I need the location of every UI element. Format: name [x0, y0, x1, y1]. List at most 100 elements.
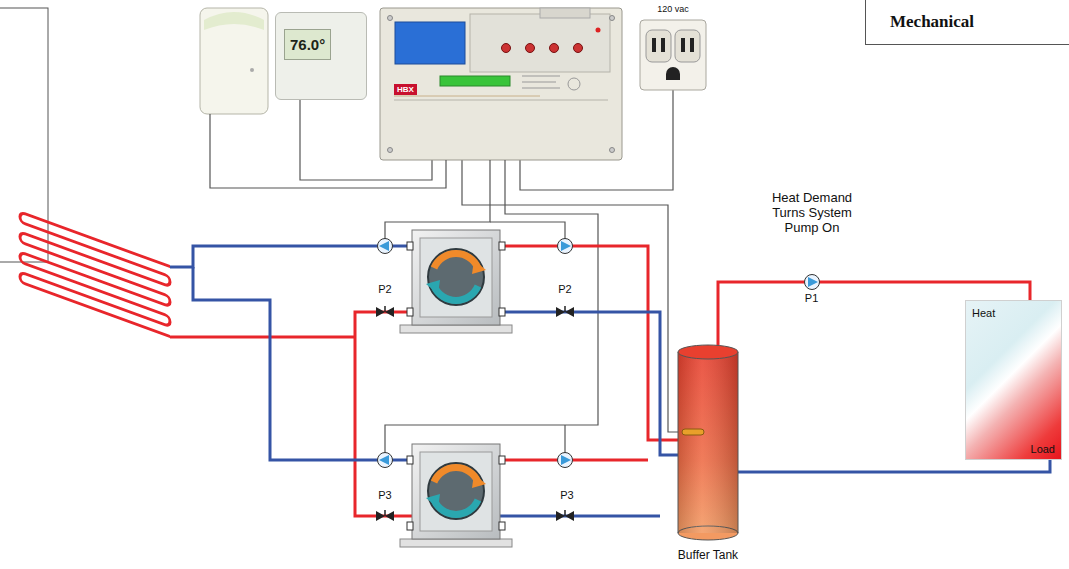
- control-unit: [540, 8, 590, 18]
- control-unit: [380, 8, 622, 160]
- pump-label: P1: [805, 292, 818, 304]
- buffer-tank: [738, 352, 739, 533]
- title-box: Mechanical: [865, 0, 1069, 45]
- control-unit: [522, 88, 560, 89]
- heat-pump: [400, 230, 512, 547]
- heat-pump: [400, 444, 512, 547]
- buffer-tank: [678, 352, 738, 533]
- control-unit: [610, 16, 615, 21]
- return-pipe: [500, 515, 660, 518]
- control-unit: [568, 78, 580, 90]
- control-unit: [596, 28, 601, 33]
- control-unit: [470, 14, 610, 72]
- control-unit: [380, 8, 622, 160]
- power-outlet: [652, 38, 656, 52]
- power-outlet: [666, 67, 680, 80]
- control-unit: [610, 148, 615, 153]
- supply-pipe: [500, 459, 648, 462]
- outdoor-sensor: [204, 12, 264, 30]
- node-text: 76.0°: [284, 29, 331, 60]
- buffer-tank: [678, 352, 738, 533]
- return-pipe: [170, 246, 678, 516]
- side-panel: [0, 8, 48, 262]
- node-text: HBX: [394, 84, 417, 95]
- control-unit: [388, 148, 393, 153]
- control-unit: [522, 76, 560, 77]
- outlet-box: 120 vac: [640, 20, 706, 90]
- radiant-floor: [20, 212, 170, 337]
- note-text: Heat Demand Turns System Pump On: [760, 190, 864, 235]
- outdoor-sensor: [200, 8, 268, 114]
- supply-pipe: [500, 246, 678, 440]
- buffer-tank: [678, 345, 738, 359]
- control-unit: [526, 44, 535, 53]
- tank-sensor: [682, 429, 704, 435]
- circulator-pump: [558, 453, 573, 468]
- power-outlet: [646, 30, 671, 62]
- control-wire: [210, 114, 446, 188]
- power-wire: [520, 90, 673, 190]
- buffer-tank: [678, 526, 738, 540]
- control-unit: [502, 44, 511, 53]
- supply-pipe: [170, 246, 678, 516]
- control-unit: [440, 76, 510, 86]
- buffer-tank: [678, 352, 679, 533]
- circulator-pump: [378, 239, 393, 254]
- pump-label: P2: [373, 283, 397, 295]
- control-wire: [210, 114, 598, 453]
- power-outlet: [661, 38, 665, 52]
- check-valve: [376, 306, 394, 317]
- outdoor-sensor: [200, 8, 268, 114]
- control-unit: [388, 16, 393, 21]
- thermostat: 76.0°: [275, 12, 367, 100]
- check-valve: [376, 510, 394, 521]
- side-panel: [0, 8, 48, 262]
- sensor-wire: [462, 160, 678, 432]
- power-outlet: [681, 38, 685, 52]
- buffer-tank: [678, 345, 738, 540]
- control-unit: [574, 44, 583, 53]
- node-text: Heat: [972, 307, 995, 319]
- control-wire: [385, 160, 490, 239]
- heat-pump: [400, 230, 512, 333]
- control-unit-box: HBX: [380, 8, 622, 160]
- control-unit: [550, 44, 559, 53]
- heat-load-box: HeatLoad: [965, 300, 1062, 460]
- circulator-pump: [805, 275, 820, 290]
- control-unit: [394, 96, 540, 97]
- radiant-floor: [20, 212, 170, 337]
- supply-pipe: [355, 312, 412, 516]
- pump-label: P2: [553, 283, 577, 295]
- supply-pipe: [170, 336, 355, 339]
- control-wire: [300, 100, 432, 180]
- tank-box: Buffer Tank: [678, 345, 738, 540]
- power-outlet: [675, 30, 700, 62]
- circulator-pump: [378, 239, 820, 468]
- return-pipe: [170, 246, 412, 267]
- pump-label: P3: [555, 489, 579, 501]
- power-outlet: [640, 20, 706, 90]
- control-wire: [564, 425, 565, 453]
- control-wire: [490, 222, 565, 239]
- power-outlet: [690, 38, 694, 52]
- return-pipe: [738, 460, 1050, 472]
- circulator-pump: [558, 239, 573, 254]
- node-text: Buffer Tank: [638, 548, 778, 562]
- check-valve: [376, 306, 574, 521]
- return-pipe: [193, 267, 412, 460]
- node-text: 120 vac: [620, 4, 726, 14]
- check-valve: [556, 510, 574, 521]
- outdoor-sensor: [250, 68, 254, 72]
- control-wire: [385, 160, 598, 453]
- circulator-pump: [378, 453, 393, 468]
- power-outlet: [640, 20, 706, 90]
- node-text: Mechanical: [890, 12, 974, 32]
- node-text: Load: [1031, 443, 1055, 455]
- control-unit: [394, 100, 608, 101]
- check-valve: [556, 306, 574, 317]
- tank-sensor: [682, 429, 704, 435]
- return-pipe: [500, 312, 678, 455]
- control-unit: [395, 22, 465, 64]
